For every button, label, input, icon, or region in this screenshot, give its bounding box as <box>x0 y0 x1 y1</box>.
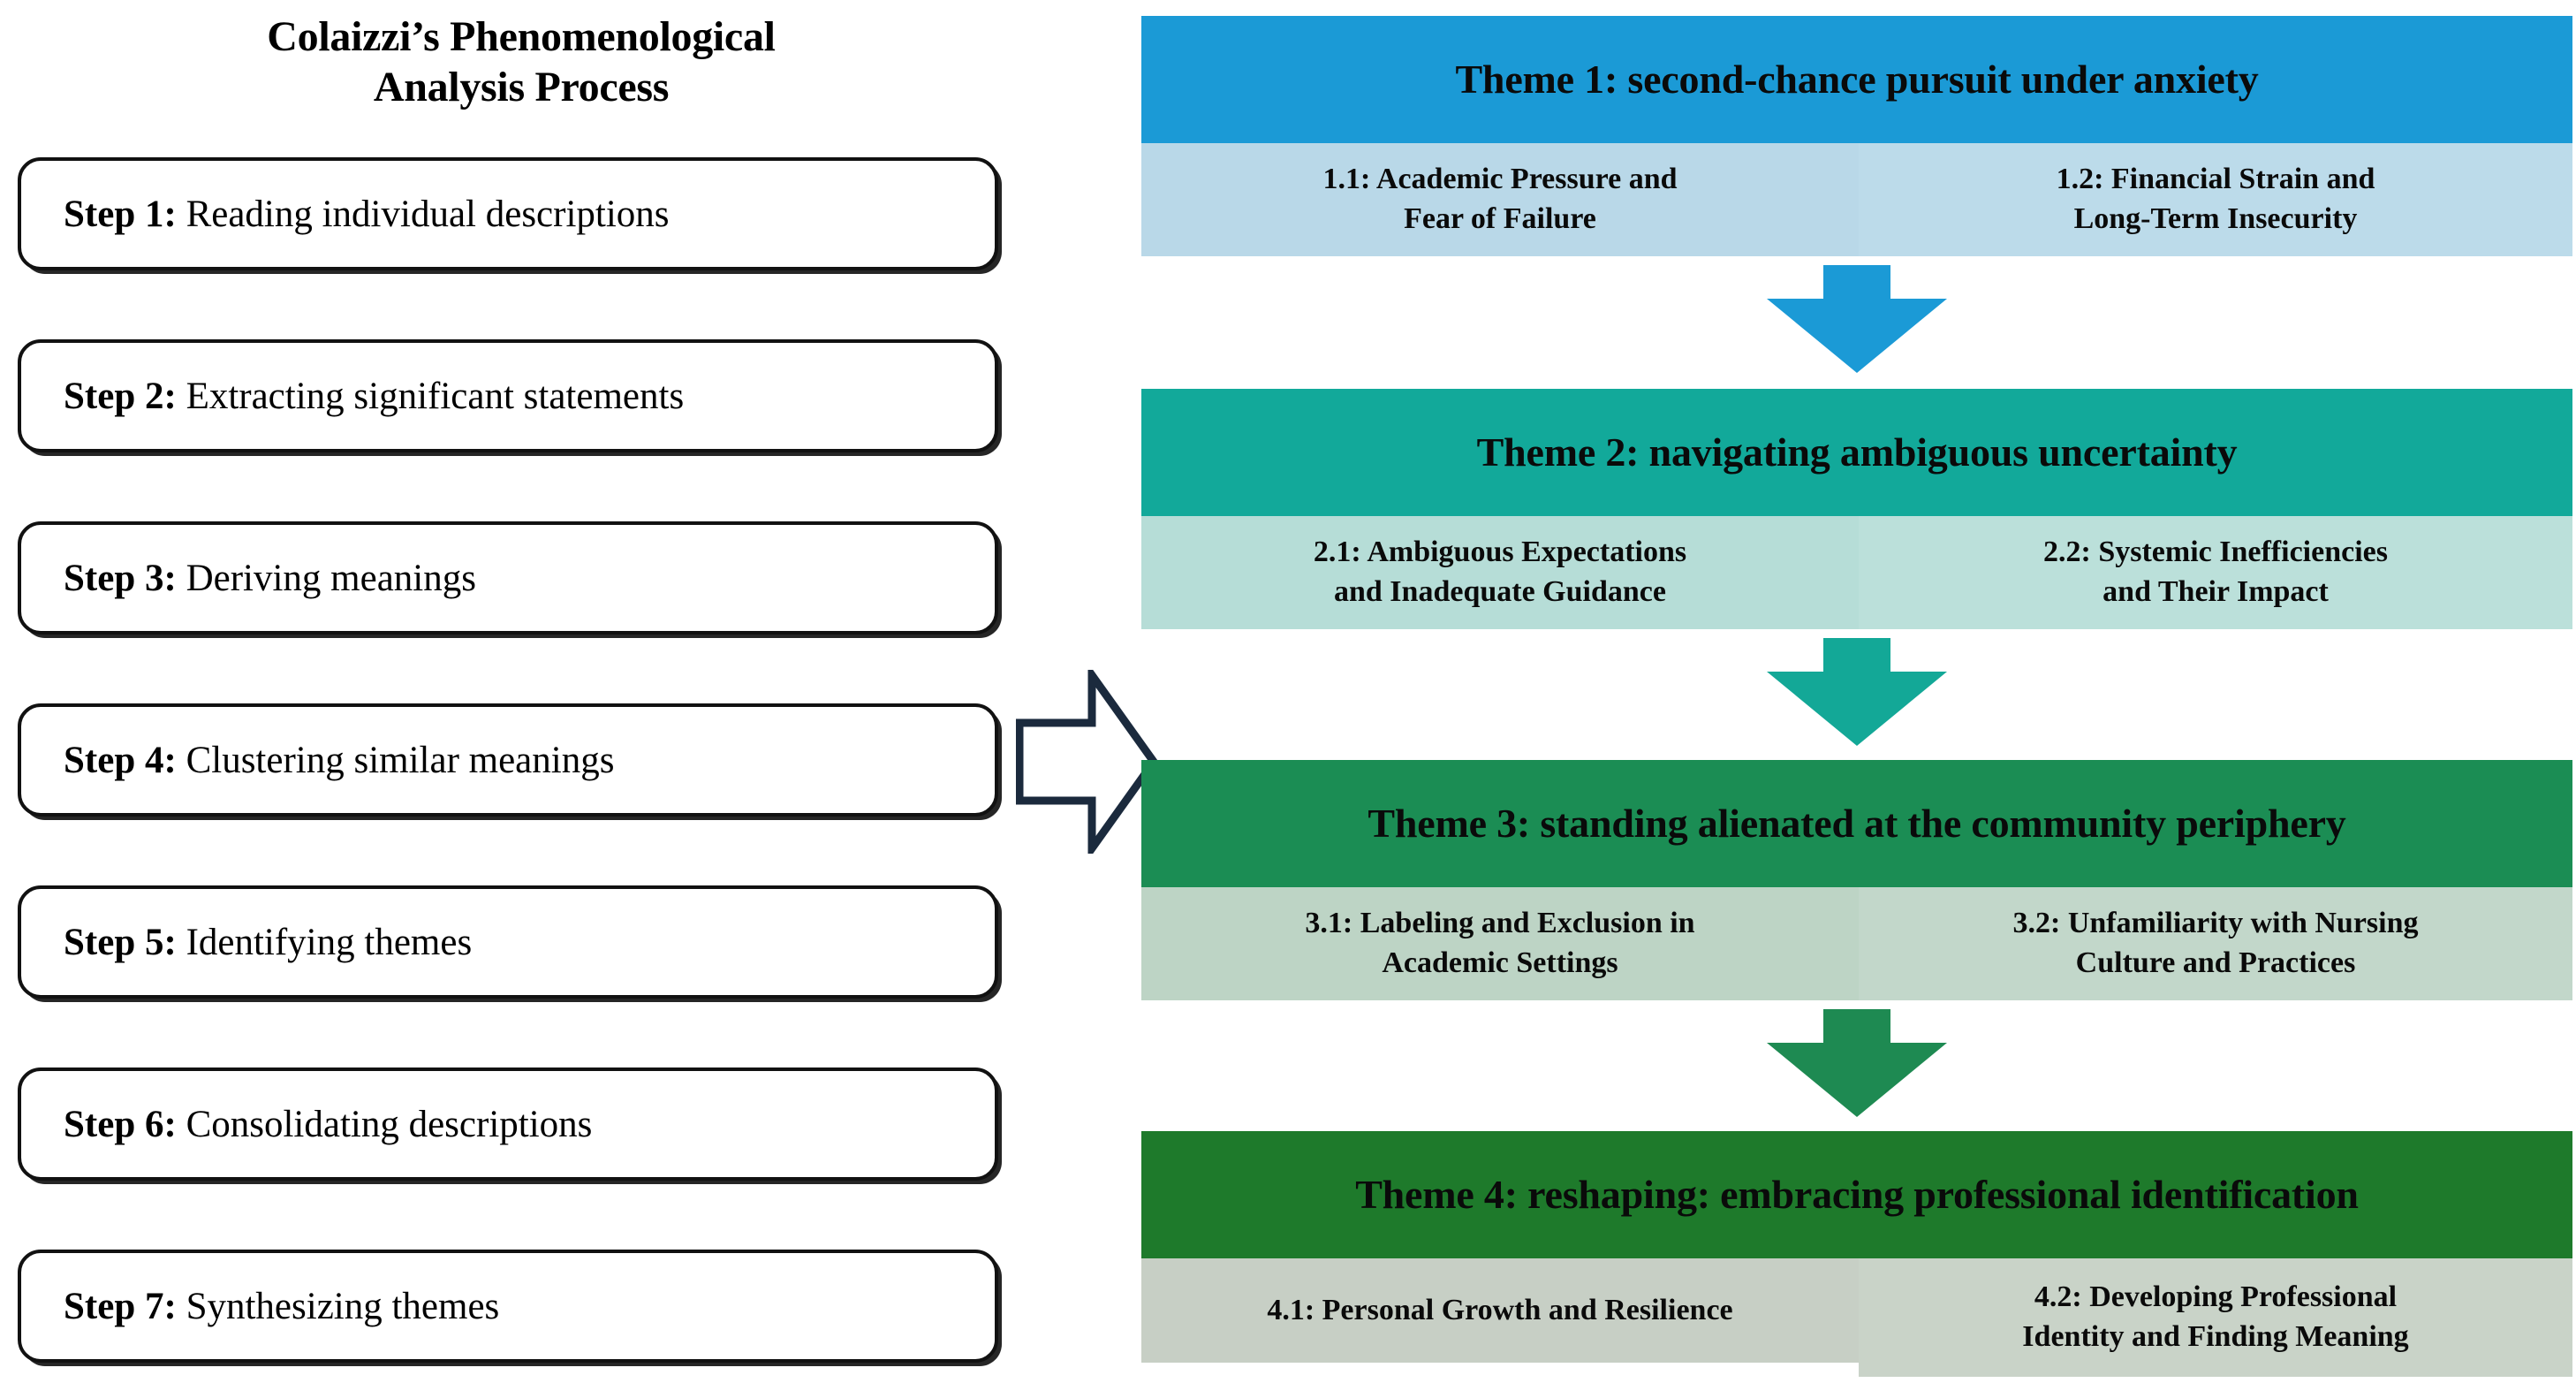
subtheme-3-1-line-2: Academic Settings <box>1382 946 1618 979</box>
subtheme-2-2[interactable]: 2.2: Systemic Inefficiencies and Their I… <box>1859 516 2572 629</box>
step-label-3: Step 3: Deriving meanings <box>21 559 476 597</box>
step-label-1: Step 1: Reading individual descriptions <box>21 195 670 233</box>
step-label-6: Step 6: Consolidating descriptions <box>21 1105 592 1143</box>
subtheme-4-1[interactable]: 4.1: Personal Growth and Resilience <box>1141 1258 1859 1363</box>
step-box-7[interactable]: Step 7: Synthesizing themes <box>18 1250 998 1363</box>
theme-header-1[interactable]: Theme 1: second-chance pursuit under anx… <box>1141 16 2572 143</box>
theme-block-1: Theme 1: second-chance pursuit under anx… <box>1141 16 2572 256</box>
theme-header-3[interactable]: Theme 3: standing alienated at the commu… <box>1141 760 2572 887</box>
theme-header-2[interactable]: Theme 2: navigating ambiguous uncertaint… <box>1141 389 2572 516</box>
down-arrow-icon-2 <box>1760 638 1954 748</box>
step-label-5: Step 5: Identifying themes <box>21 923 472 961</box>
right-arrow-icon <box>1015 662 1159 862</box>
step-box-4[interactable]: Step 4: Clustering similar meanings <box>18 703 998 817</box>
theme-block-4: Theme 4: reshaping: embracing profession… <box>1141 1131 2572 1377</box>
step-description-4: Clustering similar meanings <box>176 739 615 781</box>
subtheme-4-1-text: 4.1: Personal Growth and Resilience <box>1267 1291 1732 1331</box>
theme-block-3: Theme 3: standing alienated at the commu… <box>1141 760 2572 1000</box>
subtheme-3-1[interactable]: 3.1: Labeling and Exclusion in Academic … <box>1141 887 1859 1000</box>
subtheme-1-1-line-1: 1.1: Academic Pressure and <box>1322 163 1678 196</box>
theme-title-2: Theme 2: navigating ambiguous uncertaint… <box>1476 429 2238 475</box>
subtheme-2-1-line-2: and Inadequate Guidance <box>1333 575 1666 608</box>
step-label-7: Step 7: Synthesizing themes <box>21 1288 499 1326</box>
step-description-3: Deriving meanings <box>176 557 476 599</box>
step-number-6: Step 6: <box>64 1103 177 1145</box>
subtheme-1-2-line-2: Long-Term Insecurity <box>2073 202 2358 235</box>
subtheme-1-2-line-1: 1.2: Financial Strain and <box>2056 163 2375 196</box>
step-description-2: Extracting significant statements <box>176 375 685 417</box>
subtheme-3-2-line-1: 3.2: Unfamiliarity with Nursing <box>2012 907 2419 940</box>
step-box-6[interactable]: Step 6: Consolidating descriptions <box>18 1067 998 1181</box>
subtheme-2-2-line-2: and Their Impact <box>2102 575 2329 608</box>
subtheme-3-2-line-2: Culture and Practices <box>2075 946 2356 979</box>
step-box-2[interactable]: Step 2: Extracting significant statement… <box>18 339 998 452</box>
page-title-line-2: Analysis Process <box>373 63 670 110</box>
subtheme-4-2[interactable]: 4.2: Developing Professional Identity an… <box>1859 1258 2572 1377</box>
colaizzi-process-panel: Colaizzi’s Phenomenological Analysis Pro… <box>0 0 1025 1398</box>
subtheme-2-1-line-1: 2.1: Ambiguous Expectations <box>1313 536 1687 569</box>
subtheme-2-1[interactable]: 2.1: Ambiguous Expectations and Inadequa… <box>1141 516 1859 629</box>
subtheme-3-1-text: 3.1: Labeling and Exclusion in Academic … <box>1305 904 1694 984</box>
subtheme-3-2-text: 3.2: Unfamiliarity with Nursing Culture … <box>2013 904 2419 984</box>
theme-title-3: Theme 3: standing alienated at the commu… <box>1368 801 2346 846</box>
step-label-4: Step 4: Clustering similar meanings <box>21 741 614 779</box>
step-description-7: Synthesizing themes <box>176 1285 500 1327</box>
step-number-2: Step 2: <box>64 375 177 417</box>
theme-title-4: Theme 4: reshaping: embracing profession… <box>1355 1172 2359 1217</box>
subtheme-1-1-text: 1.1: Academic Pressure and Fear of Failu… <box>1322 160 1677 239</box>
step-description-6: Consolidating descriptions <box>176 1103 593 1145</box>
subtheme-3-2[interactable]: 3.2: Unfamiliarity with Nursing Culture … <box>1859 887 2572 1000</box>
subtheme-1-1[interactable]: 1.1: Academic Pressure and Fear of Failu… <box>1141 143 1859 256</box>
theme-title-1: Theme 1: second-chance pursuit under anx… <box>1455 57 2259 102</box>
page-title: Colaizzi’s Phenomenological Analysis Pro… <box>71 12 972 112</box>
subtheme-1-2-text: 1.2: Financial Strain and Long-Term Inse… <box>2057 160 2375 239</box>
subtheme-2-1-text: 2.1: Ambiguous Expectations and Inadequa… <box>1314 533 1686 612</box>
subtheme-4-1-line-1: 4.1: Personal Growth and Resilience <box>1267 1293 1733 1326</box>
subtheme-3-1-line-1: 3.1: Labeling and Exclusion in <box>1305 907 1695 940</box>
step-number-7: Step 7: <box>64 1285 177 1327</box>
theme-block-2: Theme 2: navigating ambiguous uncertaint… <box>1141 389 2572 629</box>
subtheme-4-2-line-1: 4.2: Developing Professional <box>2034 1280 2398 1314</box>
theme-subthemes-4: 4.1: Personal Growth and Resilience 4.2:… <box>1141 1258 2572 1377</box>
subtheme-4-2-text: 4.2: Developing Professional Identity an… <box>2022 1278 2408 1357</box>
subtheme-1-2[interactable]: 1.2: Financial Strain and Long-Term Inse… <box>1859 143 2572 256</box>
themes-panel: Theme 1: second-chance pursuit under anx… <box>1141 0 2572 1398</box>
step-number-1: Step 1: <box>64 193 177 235</box>
theme-subthemes-1: 1.1: Academic Pressure and Fear of Failu… <box>1141 143 2572 256</box>
page-title-line-1: Colaizzi’s Phenomenological <box>267 13 776 60</box>
step-description-1: Reading individual descriptions <box>176 193 670 235</box>
down-arrow-icon-1 <box>1760 265 1954 375</box>
step-number-5: Step 5: <box>64 921 177 963</box>
step-label-2: Step 2: Extracting significant statement… <box>21 377 684 415</box>
subtheme-4-2-line-2: Identity and Finding Meaning <box>2022 1320 2409 1353</box>
step-box-5[interactable]: Step 5: Identifying themes <box>18 885 998 999</box>
step-box-1[interactable]: Step 1: Reading individual descriptions <box>18 157 998 270</box>
step-number-4: Step 4: <box>64 739 177 781</box>
down-arrow-icon-3 <box>1760 1009 1954 1119</box>
subtheme-1-1-line-2: Fear of Failure <box>1404 202 1596 235</box>
step-number-3: Step 3: <box>64 557 177 599</box>
subtheme-2-2-line-1: 2.2: Systemic Inefficiencies <box>2043 536 2388 569</box>
theme-header-4[interactable]: Theme 4: reshaping: embracing profession… <box>1141 1131 2572 1258</box>
step-description-5: Identifying themes <box>176 921 473 963</box>
subtheme-2-2-text: 2.2: Systemic Inefficiencies and Their I… <box>2043 533 2388 612</box>
theme-subthemes-3: 3.1: Labeling and Exclusion in Academic … <box>1141 887 2572 1000</box>
theme-subthemes-2: 2.1: Ambiguous Expectations and Inadequa… <box>1141 516 2572 629</box>
step-box-3[interactable]: Step 3: Deriving meanings <box>18 521 998 634</box>
